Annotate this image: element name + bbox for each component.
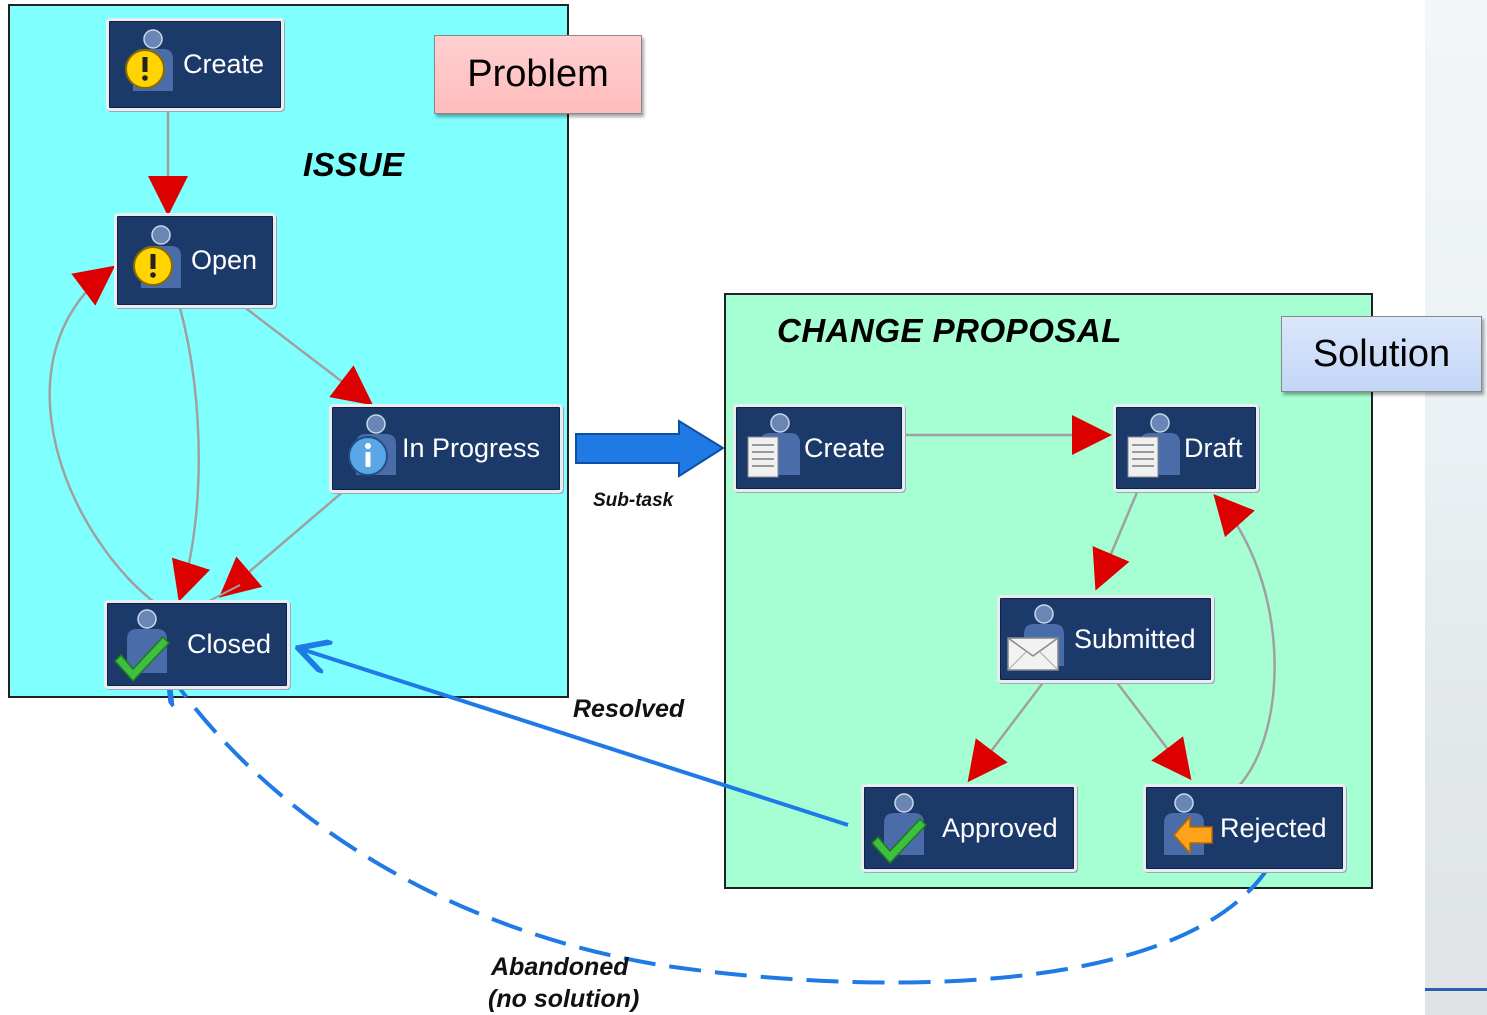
person-warning-icon (113, 21, 179, 108)
person-check-icon (111, 603, 177, 686)
problem-tag: Problem (434, 35, 642, 114)
change-proposal-panel-title: CHANGE PROPOSAL (777, 312, 1122, 349)
cp-submitted-label: Submitted (1074, 623, 1196, 654)
cp-draft-state[interactable]: Draft (1113, 404, 1259, 492)
person-check-icon (868, 787, 934, 869)
subtask-label: Sub-task (593, 490, 674, 511)
person-document-icon (1120, 407, 1186, 489)
cp-draft-label: Draft (1184, 432, 1243, 463)
arrow-submitted-to-approved (967, 679, 1046, 783)
person-warning-icon (121, 216, 187, 305)
cp-create-state[interactable]: Create (733, 404, 905, 492)
issue-create-state[interactable]: Create (106, 18, 284, 111)
issue-closed-state[interactable]: Closed (104, 600, 290, 689)
person-info-icon (336, 407, 402, 490)
abandoned-note-label: (no solution) (488, 985, 640, 1013)
arrow-open-to-closed (171, 307, 211, 602)
issue-open-label: Open (191, 245, 258, 275)
resolved-label: Resolved (573, 695, 685, 723)
solution-tag: Solution (1281, 316, 1482, 392)
resolved-link (298, 648, 849, 827)
issue-closed-label: Closed (187, 629, 272, 659)
decorative-rule (1425, 988, 1487, 991)
issue-panel-title: ISSUE (303, 146, 405, 183)
issue-create-label: Create (183, 49, 265, 79)
cp-approved-state[interactable]: Approved (861, 784, 1077, 872)
person-envelope-icon (1004, 598, 1070, 680)
issue-panel (8, 4, 569, 698)
cp-approved-label: Approved (942, 812, 1058, 843)
arrow-submitted-to-rejected (1114, 679, 1192, 781)
subtask-arrow (575, 419, 725, 478)
issue-open-state[interactable]: Open (114, 213, 276, 308)
abandoned-label: Abandoned (491, 953, 629, 981)
arrow-draft-to-submitted (1092, 489, 1140, 591)
issue-in-progress-label: In Progress (402, 433, 541, 463)
arrow-open-to-in-progress (242, 305, 374, 406)
arrow-in-progress-to-closed (218, 489, 346, 598)
slide-background-decoration (1425, 0, 1487, 1015)
cp-create-label: Create (804, 432, 886, 463)
abandoned-link (168, 672, 1270, 985)
cp-rejected-label: Rejected (1220, 812, 1327, 843)
arrow-closed-to-open (48, 265, 159, 607)
arrow-rejected-to-draft (1213, 494, 1276, 788)
person-return-icon (1150, 787, 1216, 869)
issue-in-progress-state[interactable]: In Progress (329, 404, 563, 493)
cp-rejected-state[interactable]: Rejected (1143, 784, 1346, 872)
cp-submitted-state[interactable]: Submitted (997, 595, 1214, 683)
person-document-icon (740, 407, 806, 489)
